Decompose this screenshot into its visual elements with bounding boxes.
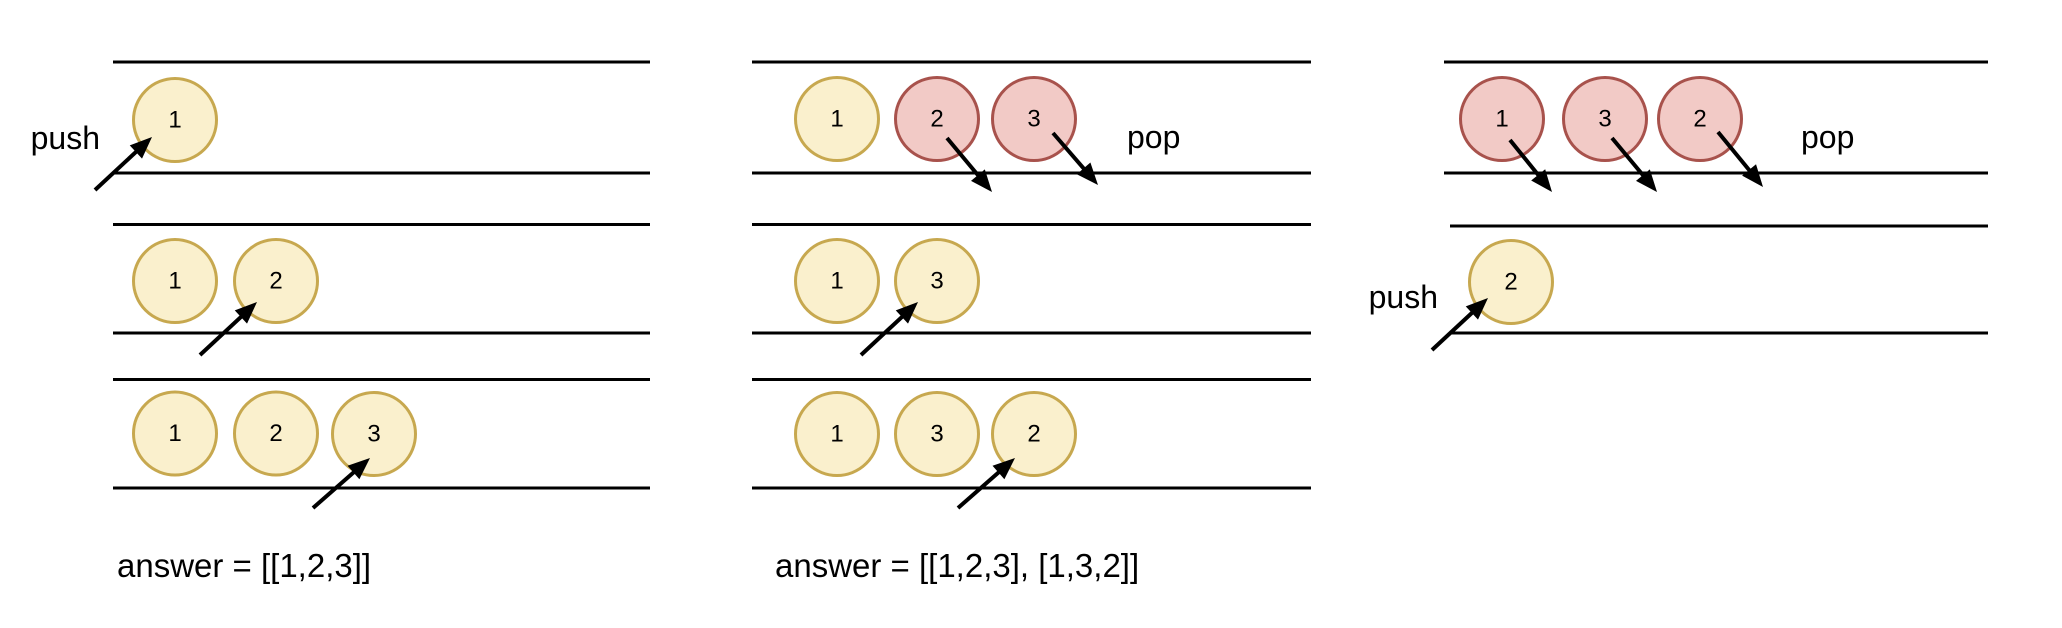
token-circle-2 bbox=[233, 390, 319, 477]
panel-pop-2-3-push-3-2-row-1: 1 2 3 bbox=[752, 60, 1311, 192]
push-arrow-shaft bbox=[93, 145, 144, 192]
panel-pop-2-3-push-3-2-row-3: 1 3 2 bbox=[752, 378, 1311, 510]
token-number: 2 bbox=[1027, 421, 1040, 448]
token-number: 1 bbox=[830, 421, 843, 448]
token-circle-1 bbox=[794, 238, 880, 324]
panel-push-1-2-3-row-3: 1 2 3 bbox=[113, 378, 650, 510]
push-arrow-shaft bbox=[311, 465, 361, 510]
token-circle-3 bbox=[331, 391, 417, 477]
pop-arrow-shaft bbox=[1610, 136, 1650, 183]
push-arrow-head-icon bbox=[234, 302, 257, 324]
pop-arrow-shaft bbox=[1051, 131, 1091, 176]
push-arrow-head-icon bbox=[992, 458, 1015, 480]
token-number: 3 bbox=[930, 421, 943, 448]
token-number: 2 bbox=[269, 420, 282, 447]
push-arrow-head-icon bbox=[347, 458, 370, 480]
token-number: 3 bbox=[1598, 106, 1611, 133]
push-arrow-shaft bbox=[1430, 306, 1480, 352]
token-circle-1 bbox=[794, 76, 880, 162]
answer-text-1: answer = [[1,2,3]] bbox=[117, 547, 371, 584]
push-label: push bbox=[31, 120, 100, 156]
token-number: 1 bbox=[830, 268, 843, 295]
token-number: 3 bbox=[930, 268, 943, 295]
token-number: 2 bbox=[269, 268, 282, 295]
token-circle-2 bbox=[991, 391, 1077, 477]
pop-arrow-head-icon bbox=[1742, 164, 1763, 187]
token-circle-1 bbox=[1459, 76, 1545, 162]
token-number: 3 bbox=[1027, 106, 1040, 133]
token-circle-2 bbox=[233, 238, 319, 324]
token-number: 2 bbox=[1504, 269, 1517, 296]
token-circle-3 bbox=[1562, 76, 1648, 162]
pop-arrow-shaft bbox=[1508, 138, 1545, 183]
panel-pop-all-push-2: 1 3 2 2 pop push bbox=[1369, 60, 1988, 352]
pop-arrow-shaft bbox=[1716, 130, 1756, 178]
pop-arrow-head-icon bbox=[1636, 169, 1657, 192]
pop-label: pop bbox=[1127, 119, 1180, 155]
token-number: 1 bbox=[168, 420, 181, 447]
push-arrow-head-icon bbox=[895, 302, 918, 324]
token-circle-3 bbox=[894, 391, 980, 477]
token-circle-1 bbox=[794, 391, 880, 477]
panel-pop-all-push-2-row-2: 2 bbox=[1430, 224, 1988, 352]
push-arrow-shaft bbox=[859, 310, 910, 357]
token-number: 2 bbox=[1693, 106, 1706, 133]
push-label: push bbox=[1369, 279, 1438, 315]
pop-arrow-head-icon bbox=[1076, 162, 1098, 185]
pop-label: pop bbox=[1801, 119, 1854, 155]
pop-arrow-head-icon bbox=[971, 169, 992, 192]
panel-push-1-2-3-row-1: 1 bbox=[93, 60, 650, 192]
token-circle-2 bbox=[1657, 76, 1743, 162]
panel-pop-all-push-2-row-1: 1 3 2 bbox=[1444, 60, 1988, 192]
pop-arrow-shaft bbox=[945, 136, 985, 183]
token-circle-2 bbox=[894, 76, 980, 162]
push-arrow-head-icon bbox=[1465, 298, 1488, 320]
token-circle-2 bbox=[1468, 239, 1554, 325]
pop-arrow-head-icon bbox=[1531, 169, 1552, 192]
token-number: 1 bbox=[1495, 106, 1508, 133]
token-number: 1 bbox=[830, 106, 843, 133]
token-circle-1 bbox=[132, 238, 218, 324]
answer-text-2: answer = [[1,2,3], [1,3,2]] bbox=[775, 547, 1139, 584]
token-number: 3 bbox=[367, 421, 380, 448]
token-number: 2 bbox=[930, 106, 943, 133]
token-number: 1 bbox=[168, 268, 181, 295]
token-circle-1 bbox=[132, 390, 218, 477]
token-number: 1 bbox=[168, 107, 181, 134]
push-arrow-shaft bbox=[956, 465, 1006, 510]
token-circle-1 bbox=[132, 77, 218, 163]
token-circle-3 bbox=[991, 76, 1077, 162]
push-arrow-head-icon bbox=[129, 137, 152, 159]
token-circle-3 bbox=[894, 238, 980, 324]
push-arrow-shaft bbox=[198, 310, 249, 357]
